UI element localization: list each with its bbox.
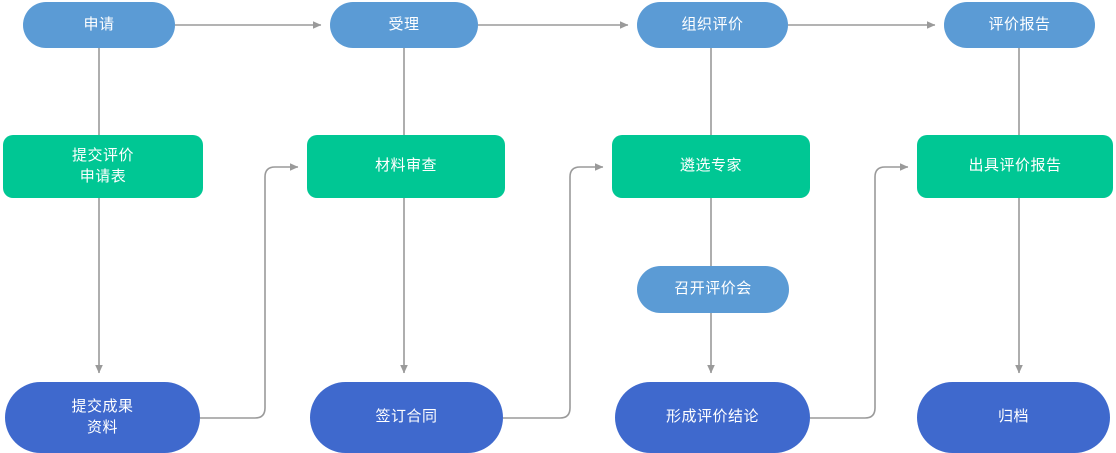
edge-conclusion-to-issue-report — [810, 163, 909, 419]
edge-results-to-material-review — [200, 163, 299, 419]
node-hold-meeting[interactable]: 召开评价会 — [637, 266, 789, 313]
node-sign-contract[interactable]: 签订合同 — [310, 382, 503, 453]
node-select-experts[interactable]: 遴选专家 — [612, 135, 810, 198]
node-archive[interactable]: 归档 — [917, 382, 1110, 453]
node-organize[interactable]: 组织评价 — [637, 2, 788, 48]
node-accept[interactable]: 受理 — [330, 2, 478, 48]
node-form-conclusion[interactable]: 形成评价结论 — [615, 382, 810, 453]
node-submit-results[interactable]: 提交成果 资料 — [5, 382, 200, 453]
node-report[interactable]: 评价报告 — [944, 2, 1095, 48]
node-material-review[interactable]: 材料审查 — [307, 135, 505, 198]
edge-contract-to-select-experts — [503, 163, 604, 419]
node-issue-report[interactable]: 出具评价报告 — [917, 135, 1113, 198]
node-submit-form[interactable]: 提交评价 申请表 — [3, 135, 203, 198]
node-apply[interactable]: 申请 — [23, 2, 175, 48]
